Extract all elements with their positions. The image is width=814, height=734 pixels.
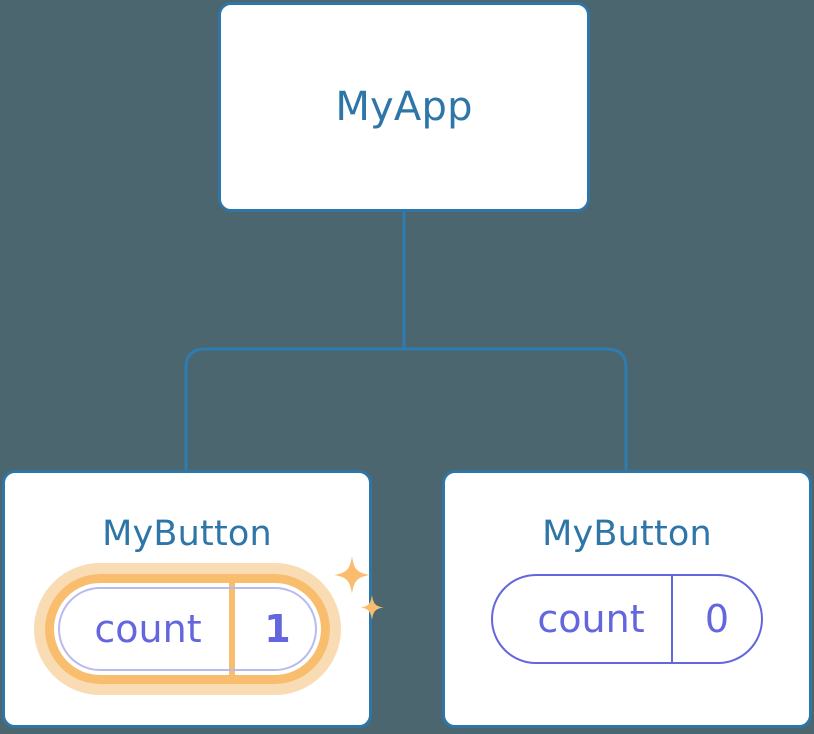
connector-branch-right xyxy=(404,347,628,470)
state-value-right: 0 xyxy=(671,576,761,662)
node-myapp[interactable]: MyApp xyxy=(218,2,590,212)
sparkle-large-icon xyxy=(333,556,370,594)
state-key-left: count xyxy=(94,607,202,651)
node-mybutton-right[interactable]: MyButton count 0 xyxy=(442,470,812,728)
state-pill-left[interactable]: count 1 xyxy=(44,574,330,684)
state-pill-wrapper-left: count 1 xyxy=(33,556,383,695)
node-mybutton-left-label: MyButton xyxy=(102,514,272,554)
state-value-left: 1 xyxy=(228,583,321,675)
state-pill-right[interactable]: count 0 xyxy=(491,574,763,664)
connector-branch-left xyxy=(184,347,404,470)
state-pill-wrapper-right: count 0 xyxy=(491,574,763,664)
node-myapp-label: MyApp xyxy=(335,84,473,130)
state-key-right: count xyxy=(537,597,645,641)
node-mybutton-left[interactable]: MyButton count 1 xyxy=(2,470,383,728)
node-mybutton-right-label: MyButton xyxy=(542,514,712,554)
